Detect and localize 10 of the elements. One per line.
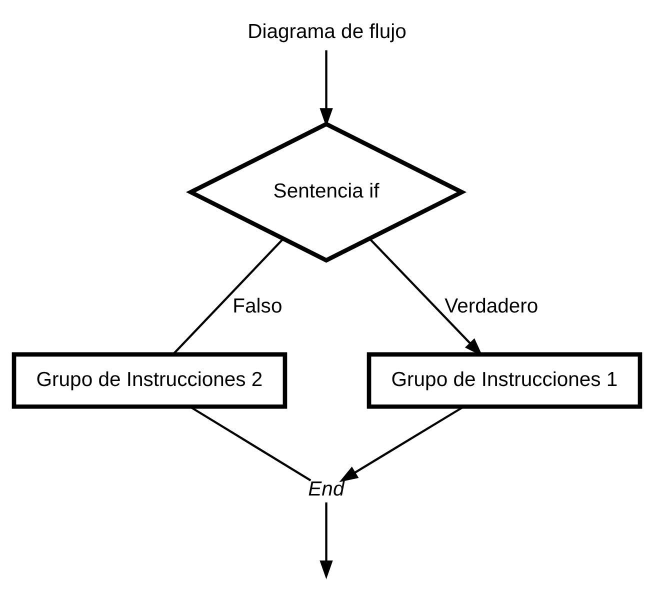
arrow bbox=[320, 502, 333, 579]
edge-label: Verdadero bbox=[444, 295, 538, 318]
connector bbox=[172, 238, 284, 354]
node-diamond: Sentencia if bbox=[186, 121, 467, 262]
arrow bbox=[320, 50, 333, 126]
node-box: Grupo de Instrucciones 1 bbox=[366, 352, 642, 408]
node-box: Grupo de Instrucciones 2 bbox=[12, 352, 288, 408]
diagram-title: Diagrama de flujo bbox=[248, 20, 406, 42]
node-text: End bbox=[308, 478, 344, 500]
edge-label: Falso bbox=[232, 295, 282, 318]
